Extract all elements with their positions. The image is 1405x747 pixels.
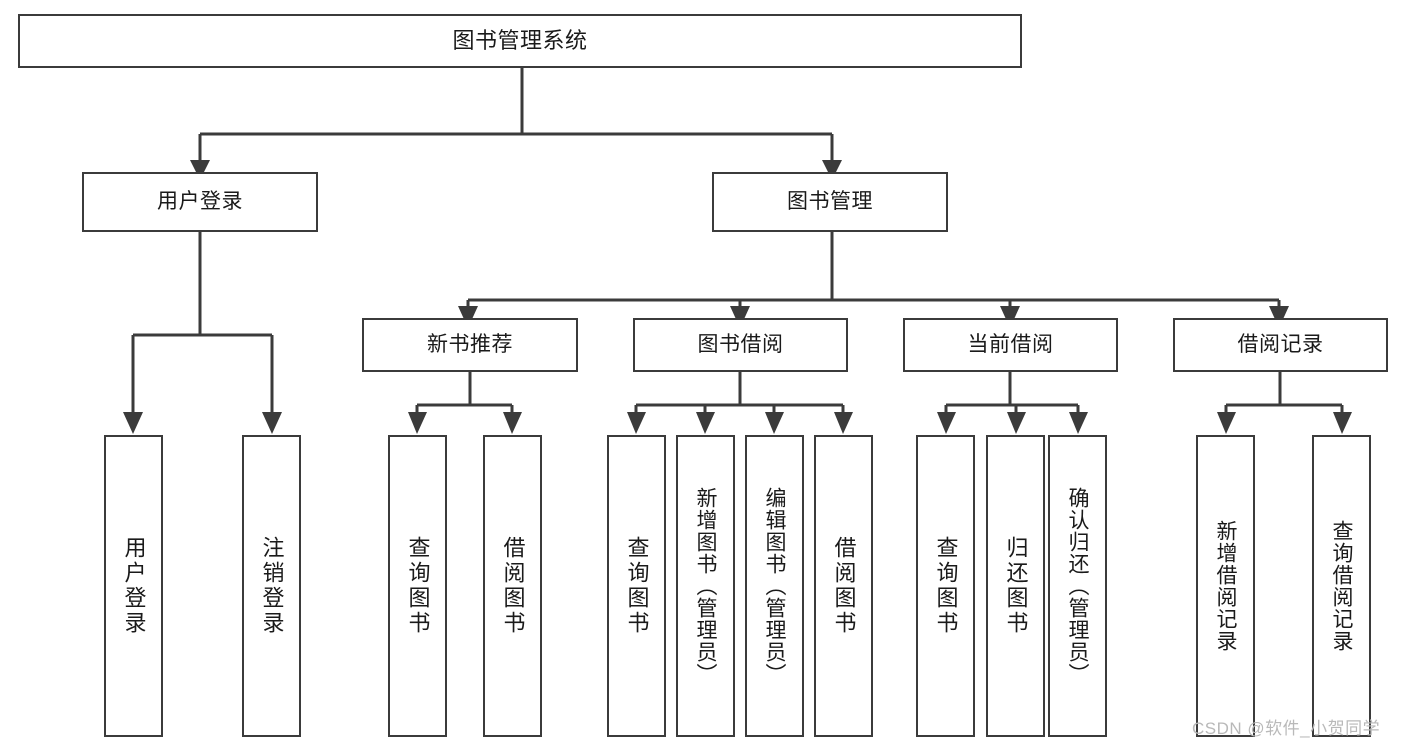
leaf-current-query-label: 查询图书 [933, 536, 959, 636]
node-borrow-records[interactable]: 借阅记录 [1173, 318, 1388, 372]
node-root[interactable]: 图书管理系统 [18, 14, 1022, 68]
arrowhead-current-leaf2 [1007, 412, 1026, 434]
leaf-records-query-label: 查询借阅记录 [1330, 520, 1353, 652]
leaf-newbook-borrow-label: 借阅图书 [500, 536, 526, 636]
leaf-borrow-edit-book[interactable]: 编辑图书（管理员） [745, 435, 804, 737]
leaf-user-login-signout-label: 注销登录 [259, 536, 285, 636]
node-borrow-records-label: 借阅记录 [1237, 333, 1324, 357]
arrowhead-user-leaf1 [123, 412, 143, 434]
arrowhead-current-leaf3 [1069, 412, 1088, 434]
watermark-text: CSDN @软件_小贺同学 [1192, 719, 1381, 738]
node-book-management[interactable]: 图书管理 [712, 172, 948, 232]
leaf-current-confirm-return[interactable]: 确认归还（管理员） [1048, 435, 1107, 737]
node-book-management-label: 图书管理 [787, 190, 873, 214]
arrowhead-borrow-leaf4 [834, 412, 853, 434]
arrowhead-newbook-leaf2 [503, 412, 522, 434]
arrowhead-records-leaf1 [1217, 412, 1236, 434]
leaf-borrow-add-book[interactable]: 新增图书（管理员） [676, 435, 735, 737]
arrowhead-records-leaf2 [1333, 412, 1352, 434]
leaf-records-add-label: 新增借阅记录 [1214, 520, 1237, 652]
node-current-borrow-label: 当前借阅 [967, 333, 1054, 357]
arrowhead-current-leaf1 [937, 412, 956, 434]
leaf-current-return[interactable]: 归还图书 [986, 435, 1045, 737]
leaf-current-return-label: 归还图书 [1003, 536, 1029, 636]
leaf-current-confirm-return-label: 确认归还（管理员） [1066, 487, 1089, 685]
node-user-login[interactable]: 用户登录 [82, 172, 318, 232]
node-new-book-recommend-label: 新书推荐 [427, 333, 513, 357]
leaf-borrow-add-book-label: 新增图书（管理员） [694, 487, 717, 685]
leaf-records-add[interactable]: 新增借阅记录 [1196, 435, 1255, 737]
arrowhead-newbook-leaf1 [408, 412, 427, 434]
node-current-borrow[interactable]: 当前借阅 [903, 318, 1118, 372]
leaf-borrow-query-label: 查询图书 [624, 536, 650, 636]
node-user-login-label: 用户登录 [157, 190, 243, 214]
arrowhead-user-leaf2 [262, 412, 282, 434]
leaf-borrow-borrow-book[interactable]: 借阅图书 [814, 435, 873, 737]
leaf-borrow-borrow-book-label: 借阅图书 [831, 536, 857, 636]
node-new-book-recommend[interactable]: 新书推荐 [362, 318, 578, 372]
leaf-newbook-borrow[interactable]: 借阅图书 [483, 435, 542, 737]
arrowhead-borrow-leaf2 [696, 412, 715, 434]
node-root-label: 图书管理系统 [452, 27, 588, 53]
leaf-borrow-query[interactable]: 查询图书 [607, 435, 666, 737]
leaf-user-login-signin-label: 用户登录 [121, 536, 147, 636]
node-book-borrow-label: 图书借阅 [697, 333, 784, 357]
leaf-user-login-signout[interactable]: 注销登录 [242, 435, 301, 737]
leaf-current-query[interactable]: 查询图书 [916, 435, 975, 737]
node-book-borrow[interactable]: 图书借阅 [633, 318, 848, 372]
leaf-user-login-signin[interactable]: 用户登录 [104, 435, 163, 737]
arrowhead-borrow-leaf3 [765, 412, 784, 434]
arrowhead-borrow-leaf1 [627, 412, 646, 434]
leaf-newbook-query-label: 查询图书 [405, 536, 431, 636]
leaf-borrow-edit-book-label: 编辑图书（管理员） [763, 487, 786, 685]
leaf-records-query[interactable]: 查询借阅记录 [1312, 435, 1371, 737]
leaf-newbook-query[interactable]: 查询图书 [388, 435, 447, 737]
